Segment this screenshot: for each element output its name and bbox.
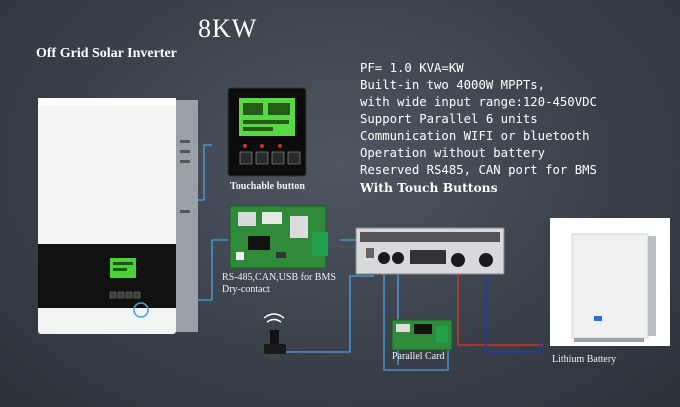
battery-caption: Lithium Battery (552, 354, 617, 365)
battery-cables (457, 272, 543, 353)
inverter-bottom-panel (355, 227, 505, 275)
positive-cable (457, 272, 543, 346)
comm-board (229, 205, 328, 269)
spec-item: PF= 1.0 KVA=KW (360, 61, 464, 75)
comm-board-caption-line2: Dry-contact (222, 284, 270, 295)
spec-item: Support Parallel 6 units (360, 112, 538, 126)
spec-item: Reserved RS485, CAN port for BMS (360, 163, 597, 177)
touch-indicator (133, 302, 149, 318)
spec-item: Operation without battery (360, 146, 546, 160)
spec-item: Communication WIFI or bluetooth (360, 129, 590, 143)
page-subtitle: Off Grid Solar Inverter (36, 46, 177, 61)
page-title: 8KW (198, 14, 258, 43)
touch-panel (227, 87, 307, 177)
spec-item: With Touch Buttons (360, 180, 498, 195)
comm-board-caption-line1: RS-485,CAN,USB for BMS (222, 272, 336, 283)
spec-item: with wide input range:120-450VDC (360, 95, 597, 109)
parallel-card-caption: Parallel Card (392, 351, 445, 362)
inverter-unit (38, 98, 198, 334)
negative-cable (485, 272, 541, 353)
touch-panel-caption: Touchable button (230, 181, 305, 192)
wifi-dongle (263, 313, 286, 360)
lithium-battery (550, 218, 670, 346)
spec-item: Built-in two 4000W MPPTs, (360, 78, 546, 92)
spec-list: PF= 1.0 KVA=KW Built-in two 4000W MPPTs,… (360, 60, 597, 196)
parallel-card-board (391, 319, 453, 351)
